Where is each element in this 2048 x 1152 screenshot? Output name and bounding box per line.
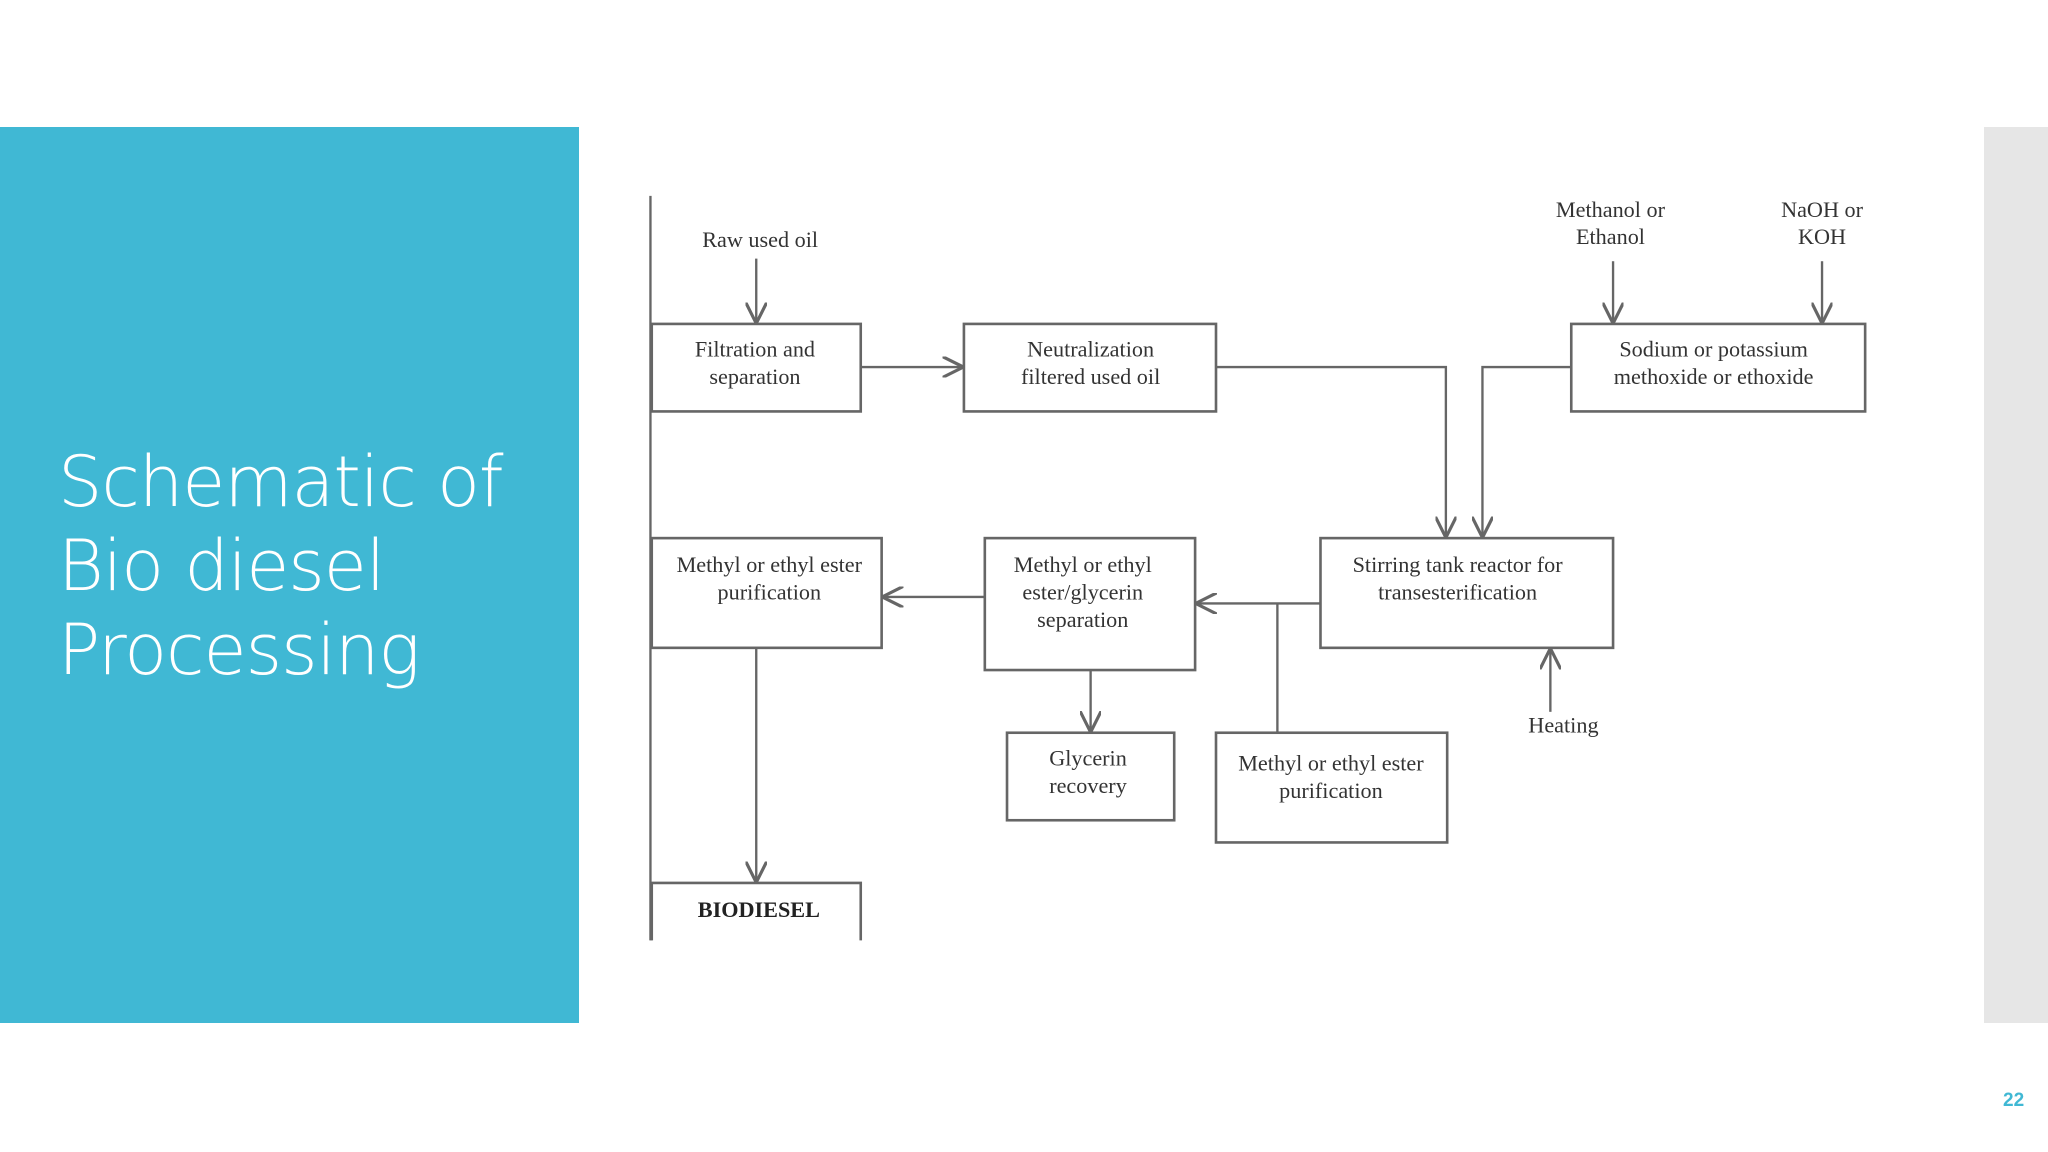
svg-text:Sodium or potassium: Sodium or potassium — [1619, 337, 1808, 362]
connectors — [756, 258, 1822, 881]
box-purification-left: Methyl or ethyl ester purification — [650, 536, 883, 650]
svg-text:transesterification: transesterification — [1378, 580, 1537, 605]
arrow-alkoxide-reactor — [1482, 365, 1572, 535]
side-strip — [1984, 127, 2048, 1023]
title-line: Processing — [58, 609, 420, 691]
svg-text:purification: purification — [1279, 778, 1383, 803]
title-line: Schematic of — [58, 441, 504, 523]
box-neutralization: Neutralization filtered used oil — [962, 322, 1218, 413]
label-alcohol: Ethanol — [1576, 224, 1645, 249]
box-filtration: Filtration and separation — [650, 322, 863, 413]
box-alkoxide: Sodium or potassium methoxide or ethoxid… — [1569, 322, 1867, 413]
svg-text:Filtration and: Filtration and — [695, 337, 815, 362]
label-heating: Heating — [1528, 713, 1598, 738]
title-panel — [0, 127, 579, 1023]
label-alcohol: Methanol or — [1556, 197, 1666, 222]
svg-text:Stirring tank reactor for: Stirring tank reactor for — [1353, 552, 1564, 577]
title-line: Bio diesel — [58, 525, 385, 607]
label-catalyst: NaOH or — [1781, 197, 1864, 222]
svg-text:separation: separation — [709, 364, 800, 389]
page-number: 22 — [2003, 1090, 2025, 1111]
box-purification-bottom: Methyl or ethyl ester purification — [1214, 731, 1449, 844]
svg-text:ester/glycerin: ester/glycerin — [1022, 580, 1143, 605]
label-raw-oil: Raw used oil — [702, 227, 818, 252]
svg-text:filtered used oil: filtered used oil — [1021, 364, 1160, 389]
svg-text:Methyl or ethyl ester: Methyl or ethyl ester — [1238, 751, 1424, 776]
box-biodiesel: BIODIESEL — [650, 881, 863, 941]
svg-text:Methyl or ethyl ester: Methyl or ethyl ester — [677, 552, 863, 577]
box-separation: Methyl or ethyl ester/glycerin separatio… — [983, 536, 1197, 672]
svg-text:Glycerin: Glycerin — [1049, 745, 1127, 770]
arrow-neutralization-reactor — [1216, 365, 1446, 535]
svg-text:Methyl or ethyl: Methyl or ethyl — [1014, 552, 1152, 577]
slide-title: Schematic of Bio diesel Processing — [58, 440, 558, 692]
box-glycerin: Glycerin recovery — [1005, 731, 1176, 822]
svg-text:Neutralization: Neutralization — [1027, 337, 1154, 362]
box-reactor: Stirring tank reactor for transesterific… — [1319, 536, 1615, 650]
svg-text:BIODIESEL: BIODIESEL — [698, 897, 820, 922]
svg-text:methoxide or ethoxide: methoxide or ethoxide — [1614, 364, 1814, 389]
label-catalyst: KOH — [1798, 224, 1846, 249]
svg-text:purification: purification — [718, 580, 822, 605]
svg-text:recovery: recovery — [1049, 773, 1127, 798]
svg-text:separation: separation — [1037, 607, 1128, 632]
